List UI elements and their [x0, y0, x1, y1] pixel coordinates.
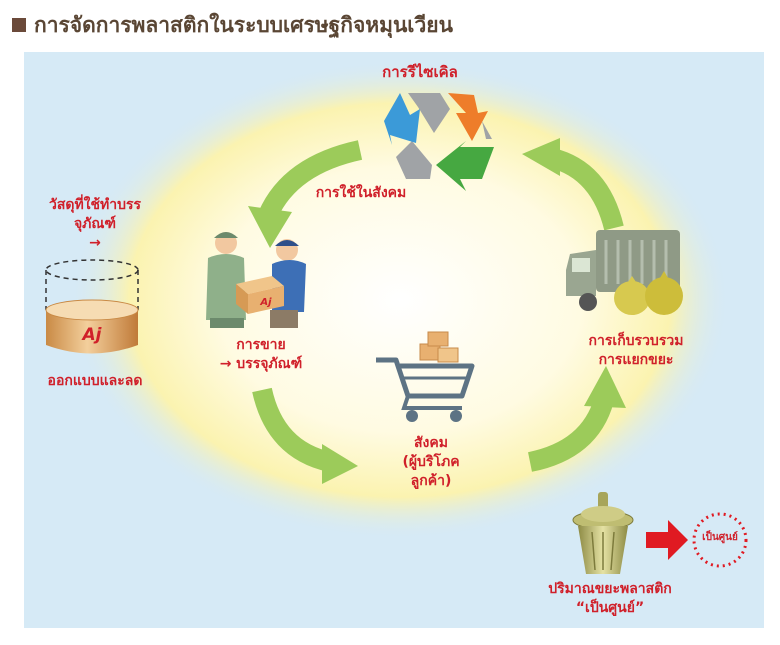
label-sales-line2: → บรรจุภัณฑ์ — [219, 355, 303, 372]
label-society-line3: ลูกค้า) — [410, 472, 452, 489]
label-society-line1: สังคม — [414, 435, 448, 451]
jar-brand-mark: Aj — [81, 325, 103, 345]
label-materials: วัสดุที่ใช้ทำบรร จุภัณฑ์ → — [20, 196, 170, 253]
box-brand-mark: Aj — [259, 297, 272, 308]
label-waste-line1: ปริมาณขยะพลาสติก — [548, 581, 672, 597]
label-recycle: การรีไซเคิล — [382, 63, 458, 81]
label-collect-line1: การเก็บรวบรวม — [588, 333, 684, 349]
cycle-arrows — [248, 138, 626, 484]
trash-bin-icon — [572, 492, 634, 574]
zero-badge-circle — [692, 512, 748, 568]
page-title: การจัดการพลาสติกในระบบเศรษฐกิจหมุนเวียน — [34, 12, 453, 37]
label-design-reduce: ออกแบบและลด — [47, 373, 143, 389]
label-zero-badge: เป็นศูนย์ — [702, 532, 738, 543]
center-glow — [70, 60, 730, 540]
label-waste-zero: ปริมาณขยะพลาสติก “เป็นศูนย์” — [520, 580, 700, 618]
arrow-social-to-sales — [248, 140, 363, 248]
label-materials-line1: วัสดุที่ใช้ทำบรร — [48, 197, 142, 213]
label-society-line2: (ผู้บริโภค — [402, 453, 460, 470]
page-title-row: การจัดการพลาสติกในระบบเศรษฐกิจหมุนเวียน — [12, 8, 453, 42]
label-social-use: การใช้ในสังคม — [315, 185, 407, 201]
jar-icon: Aj — [45, 259, 139, 354]
workers-icon: Aj — [206, 232, 306, 328]
label-sales: การขาย → บรรจุภัณฑ์ — [196, 336, 326, 374]
cart-icon — [376, 331, 475, 422]
label-society: สังคม (ผู้บริโภค ลูกค้า) — [376, 434, 486, 491]
arrow-collect-to-recycle — [522, 138, 624, 231]
label-materials-arrow: → — [89, 234, 101, 251]
arrow-sales-to-society — [252, 387, 358, 484]
red-arrow-icon — [646, 520, 688, 560]
label-sales-line1: การขาย — [236, 337, 286, 353]
garbage-truck-icon — [566, 230, 683, 315]
label-collect-line2: การแยกขยะ — [598, 351, 674, 368]
recycle-icon — [384, 93, 494, 191]
arrow-society-to-collect — [527, 366, 626, 472]
label-waste-line2: “เป็นศูนย์” — [575, 599, 645, 616]
label-materials-line2: จุภัณฑ์ — [73, 215, 117, 232]
title-bullet-icon — [12, 18, 26, 32]
label-collect: การเก็บรวบรวม การแยกขยะ — [566, 332, 706, 370]
